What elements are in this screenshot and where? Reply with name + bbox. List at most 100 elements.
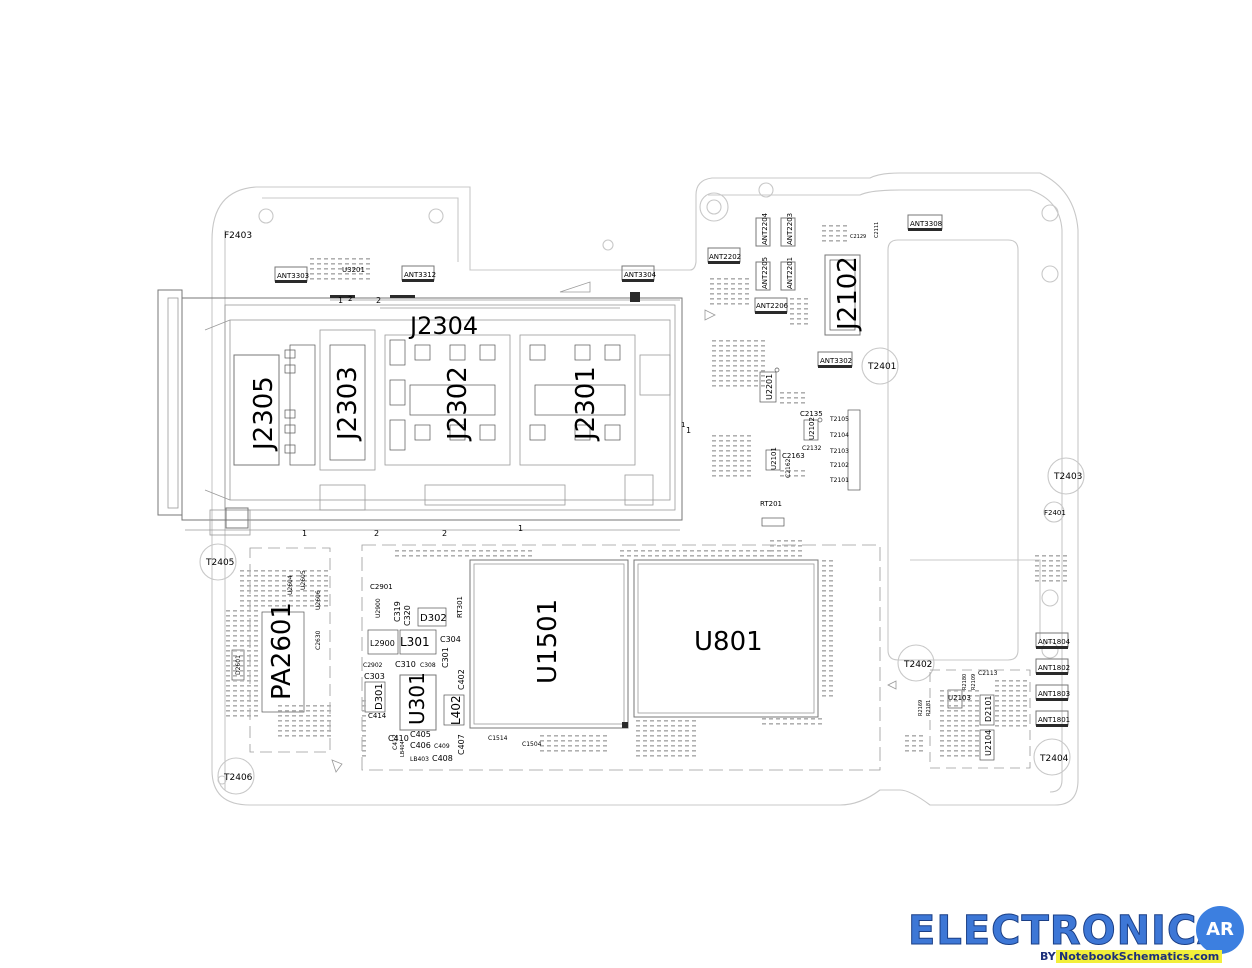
passive-mark <box>822 630 826 632</box>
passive-mark <box>671 745 675 747</box>
passive-mark <box>254 705 258 707</box>
passive-mark <box>710 288 714 290</box>
passive-mark <box>712 340 716 342</box>
passive-mark <box>507 555 511 557</box>
passive-mark <box>740 365 744 367</box>
passive-mark <box>975 725 979 727</box>
passive-mark <box>678 725 682 727</box>
passive-mark <box>975 705 979 707</box>
passive-mark <box>954 705 958 707</box>
passive-mark <box>226 645 230 647</box>
passive-mark <box>306 735 310 737</box>
passive-mark <box>919 735 923 737</box>
passive-mark <box>797 718 801 720</box>
passive-mark <box>331 278 335 280</box>
passive-mark <box>1009 690 1013 692</box>
passive-mark <box>226 625 230 627</box>
passive-mark <box>731 278 735 280</box>
passive-mark <box>719 365 723 367</box>
passive-mark <box>940 730 944 732</box>
passive-mark <box>747 365 751 367</box>
passive-mark <box>306 730 310 732</box>
passive-mark <box>1023 695 1027 697</box>
passive-mark <box>726 465 730 467</box>
passive-mark <box>299 720 303 722</box>
passive-mark <box>968 755 972 757</box>
passive-mark <box>747 465 751 467</box>
passive-mark <box>669 555 673 557</box>
passive-mark <box>733 350 737 352</box>
passive-mark <box>1063 570 1067 572</box>
label-ant3304: ANT3304 <box>624 271 657 279</box>
passive-mark <box>627 555 631 557</box>
passive-mark <box>1023 700 1027 702</box>
passive-mark <box>247 635 251 637</box>
passive-mark <box>324 585 328 587</box>
passive-mark <box>643 725 647 727</box>
passive-mark <box>797 303 801 305</box>
passive-mark <box>1042 575 1046 577</box>
passive-mark <box>324 595 328 597</box>
passive-mark <box>254 710 258 712</box>
passive-mark <box>226 635 230 637</box>
passive-mark <box>226 715 230 717</box>
passive-mark <box>306 720 310 722</box>
passive-mark <box>521 555 525 557</box>
passive-mark <box>359 258 363 260</box>
passive-mark <box>1023 680 1027 682</box>
passive-mark <box>664 730 668 732</box>
passive-mark <box>754 350 758 352</box>
passive-mark <box>954 710 958 712</box>
passive-mark <box>254 595 258 597</box>
label-r2181: R2181 <box>926 700 932 716</box>
passive-mark <box>770 545 774 547</box>
passive-mark <box>362 735 366 737</box>
passive-mark <box>662 550 666 552</box>
passive-mark <box>822 670 826 672</box>
passive-mark <box>797 308 801 310</box>
label-t2403: T2403 <box>1053 472 1082 482</box>
passive-mark <box>733 435 737 437</box>
passive-mark <box>261 570 265 572</box>
passive-mark <box>954 720 958 722</box>
label-ant1802: ANT1802 <box>1038 664 1070 672</box>
passive-mark <box>254 665 258 667</box>
passive-mark <box>740 380 744 382</box>
passive-mark <box>596 740 600 742</box>
passive-mark <box>718 550 722 552</box>
passive-mark <box>745 278 749 280</box>
passive-mark <box>747 435 751 437</box>
passive-mark <box>240 670 244 672</box>
passive-mark <box>1023 690 1027 692</box>
passive-mark <box>829 665 833 667</box>
passive-mark <box>822 665 826 667</box>
passive-mark <box>776 718 780 720</box>
passive-mark <box>240 640 244 642</box>
label-l402: L402 <box>449 695 463 725</box>
passive-mark <box>738 303 742 305</box>
label-u801: U801 <box>694 627 763 657</box>
passive-mark <box>299 735 303 737</box>
passive-mark <box>247 690 251 692</box>
passive-mark <box>947 725 951 727</box>
passive-mark <box>310 570 314 572</box>
passive-mark <box>226 710 230 712</box>
passive-mark <box>783 718 787 720</box>
passive-mark <box>829 585 833 587</box>
passive-mark <box>233 690 237 692</box>
passive-mark <box>822 645 826 647</box>
passive-mark <box>733 355 737 357</box>
passive-mark <box>719 350 723 352</box>
label-l301: L301 <box>400 635 430 649</box>
passive-mark <box>770 550 774 552</box>
passive-mark <box>1042 570 1046 572</box>
passive-mark <box>961 750 965 752</box>
passive-mark <box>761 370 765 372</box>
passive-mark <box>717 298 721 300</box>
passive-mark <box>240 585 244 587</box>
passive-mark <box>740 470 744 472</box>
passive-mark <box>650 740 654 742</box>
passive-mark <box>790 718 794 720</box>
passive-mark <box>940 755 944 757</box>
passive-mark <box>947 740 951 742</box>
